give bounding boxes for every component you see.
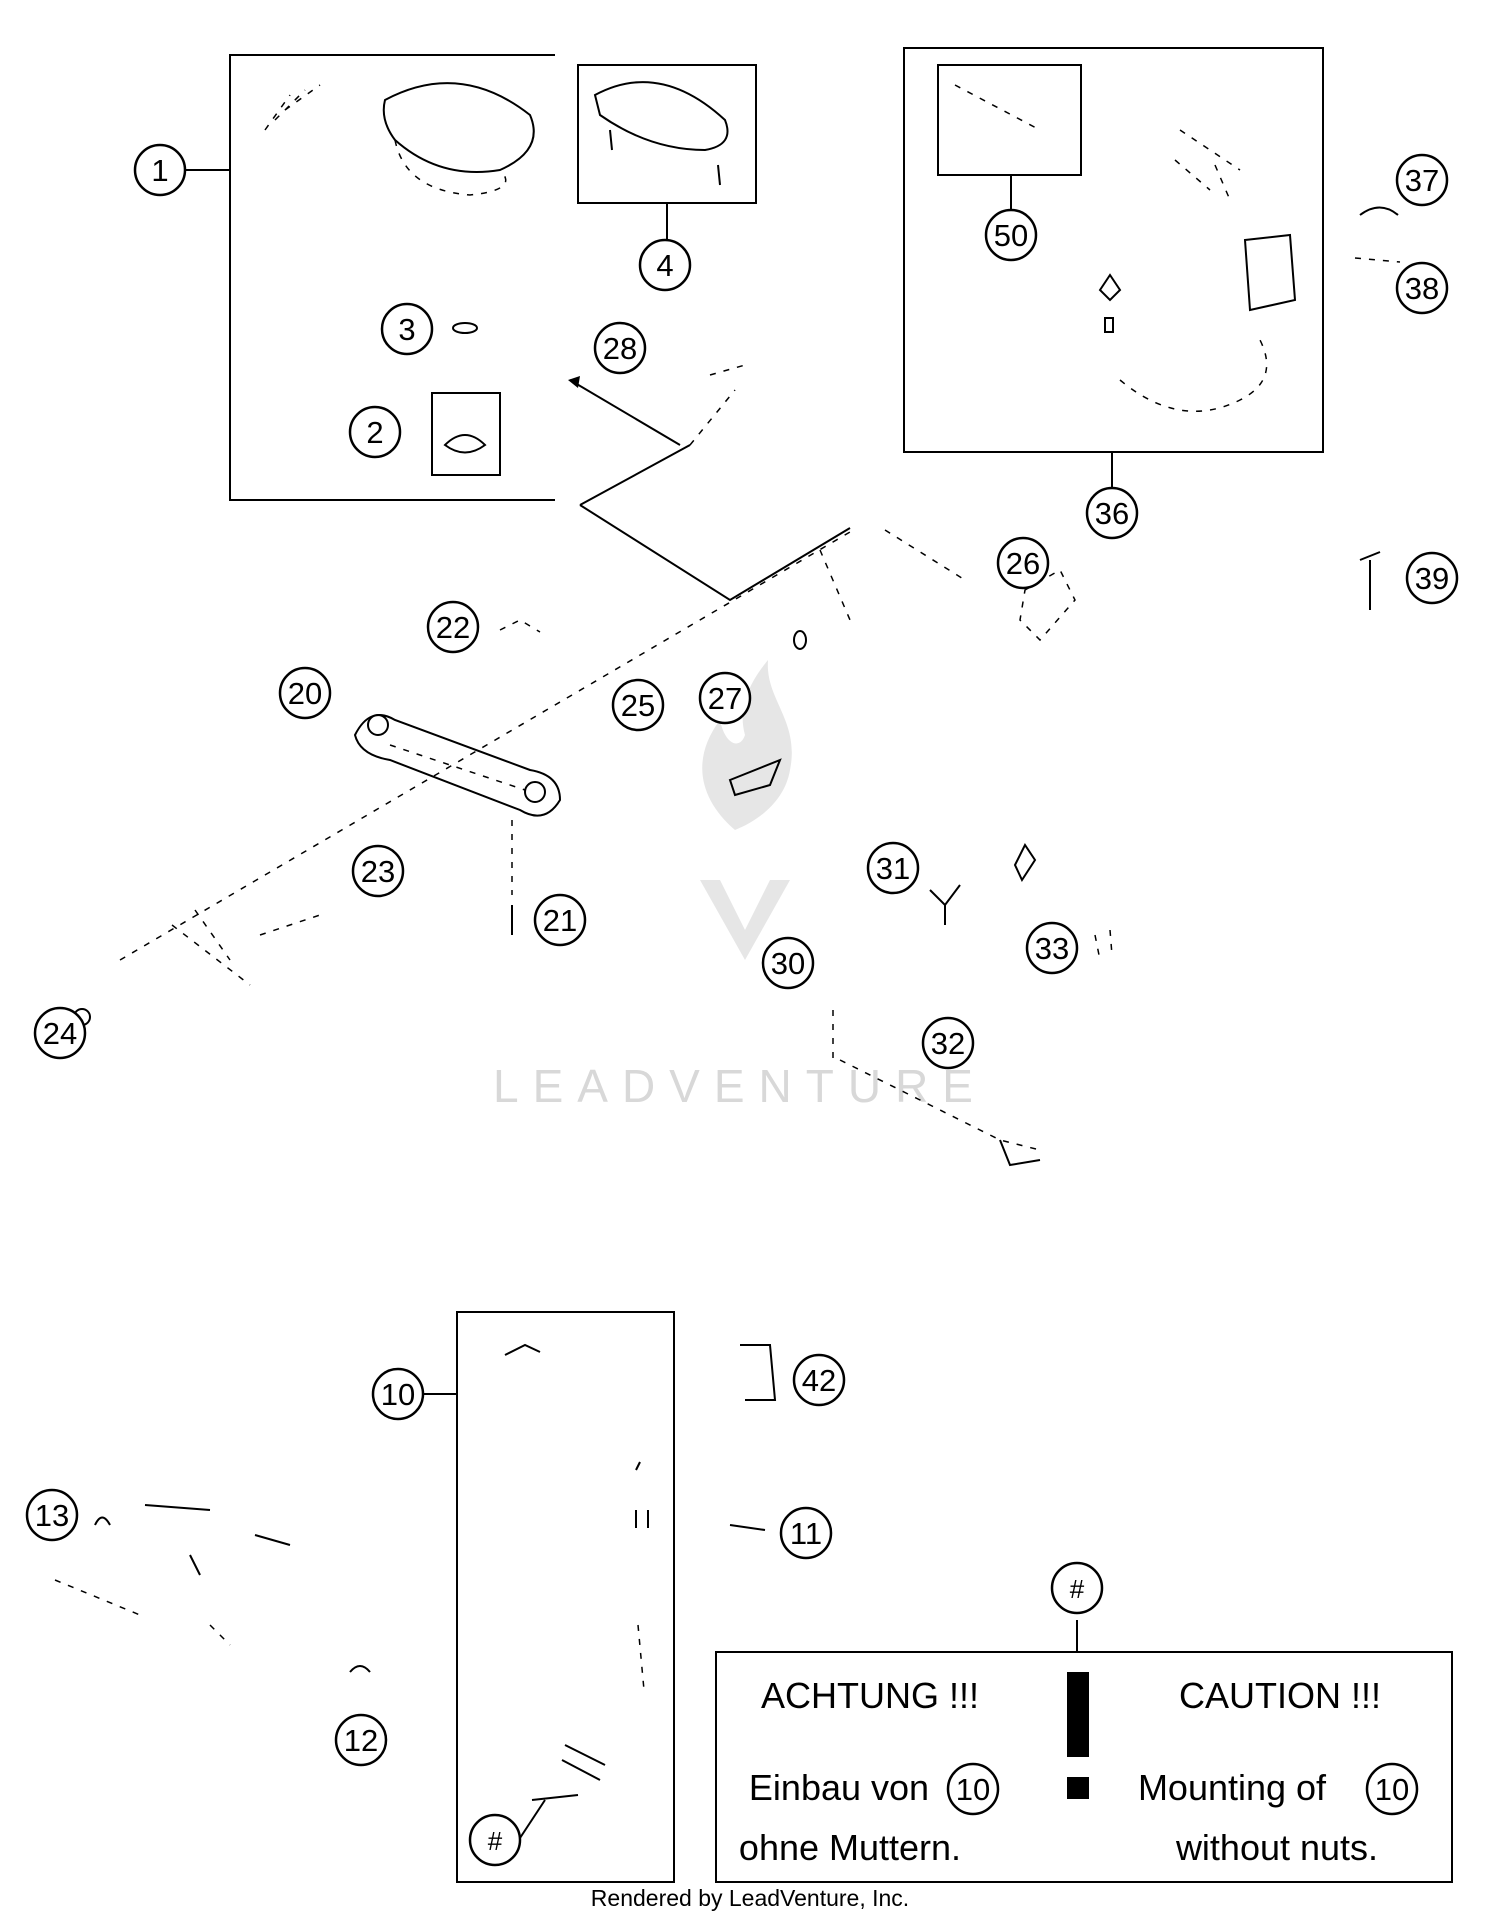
leadventure-watermark: LEADVENTURE — [493, 660, 987, 1112]
callout-36: 36 — [1085, 486, 1139, 540]
svg-text:10: 10 — [956, 1772, 990, 1807]
callout-38: 38 — [1395, 261, 1449, 315]
caution-box: ACHTUNG !!! CAUTION !!! Einbau von 10 oh… — [739, 1675, 1419, 1868]
svg-text:50: 50 — [994, 218, 1028, 253]
svg-text:23: 23 — [361, 854, 395, 889]
callout-31: 31 — [866, 841, 920, 895]
part-sketches — [54, 81, 1401, 1801]
svg-text:#: # — [488, 1826, 503, 1856]
leader-lines — [185, 169, 1113, 1652]
hash-callout-top: # — [1050, 1561, 1104, 1615]
caution-de-line1: Einbau von — [749, 1767, 929, 1808]
callout-11: 11 — [779, 1506, 833, 1560]
caution-de-title: ACHTUNG !!! — [761, 1675, 979, 1716]
svg-text:36: 36 — [1095, 496, 1129, 531]
caution-en-line2: without nuts. — [1175, 1827, 1378, 1868]
caution-de-line2: ohne Muttern. — [739, 1827, 961, 1868]
callout-39: 39 — [1405, 551, 1459, 605]
svg-text:21: 21 — [543, 903, 577, 938]
svg-text:39: 39 — [1415, 561, 1449, 596]
caution-en-line1: Mounting of — [1138, 1767, 1327, 1808]
svg-text:26: 26 — [1006, 546, 1040, 581]
speedometer-unit-sketch — [382, 82, 535, 173]
svg-text:3: 3 — [398, 312, 415, 347]
callout-25: 25 — [611, 678, 665, 732]
callout-27: 27 — [698, 671, 752, 725]
footer-credit: Rendered by LeadVenture, Inc. — [591, 1885, 909, 1911]
callout-50: 50 — [984, 208, 1038, 262]
callout-32: 32 — [921, 1016, 975, 1070]
svg-text:13: 13 — [35, 1498, 69, 1533]
callout-30: 30 — [761, 936, 815, 990]
svg-text:4: 4 — [656, 248, 673, 283]
svg-text:10: 10 — [381, 1377, 415, 1412]
svg-text:32: 32 — [931, 1026, 965, 1061]
callout-33: 33 — [1025, 921, 1079, 975]
exclamation-bar — [1067, 1672, 1089, 1757]
callout-13: 13 — [25, 1488, 79, 1542]
exclamation-dot — [1067, 1777, 1089, 1799]
svg-text:42: 42 — [802, 1363, 836, 1398]
callout-12: 12 — [334, 1713, 388, 1767]
svg-text:12: 12 — [344, 1723, 378, 1758]
callout-1: 1 — [133, 143, 187, 197]
callout-10: 10 — [371, 1367, 425, 1421]
svg-text:22: 22 — [436, 610, 470, 645]
svg-text:2: 2 — [366, 415, 383, 450]
wiring-harness-sketch — [579, 444, 851, 602]
caution-en-ref: 10 — [1365, 1762, 1419, 1816]
callout-42: 42 — [792, 1353, 846, 1407]
callout-circles: 1 2 3 4 10 11 12 13 20 21 22 23 24 25 26… — [25, 143, 1459, 1767]
svg-text:38: 38 — [1405, 271, 1439, 306]
callout-28: 28 — [593, 321, 647, 375]
callout-4: 4 — [638, 238, 692, 292]
callout-2: 2 — [348, 405, 402, 459]
svg-text:20: 20 — [288, 676, 322, 711]
svg-text:1: 1 — [151, 153, 168, 188]
svg-text:27: 27 — [708, 681, 742, 716]
svg-text:37: 37 — [1405, 163, 1439, 198]
callout-23: 23 — [351, 844, 405, 898]
svg-text:25: 25 — [621, 688, 655, 723]
callout-26: 26 — [996, 536, 1050, 590]
svg-text:10: 10 — [1375, 1772, 1409, 1807]
caution-en-title: CAUTION !!! — [1179, 1675, 1381, 1716]
callout-37: 37 — [1395, 153, 1449, 207]
caution-de-ref: 10 — [946, 1762, 1000, 1816]
svg-text:11: 11 — [790, 1516, 822, 1551]
callout-3: 3 — [380, 302, 434, 356]
callout-22: 22 — [426, 600, 480, 654]
watermark-text: LEADVENTURE — [493, 1060, 987, 1112]
svg-text:28: 28 — [603, 331, 637, 366]
svg-text:30: 30 — [771, 946, 805, 981]
callout-21: 21 — [533, 893, 587, 947]
callout-20: 20 — [278, 666, 332, 720]
hash-callout-box10: # — [468, 1799, 546, 1867]
svg-text:31: 31 — [876, 851, 910, 886]
callout-24: 24 — [33, 1006, 87, 1060]
svg-text:#: # — [1070, 1574, 1085, 1604]
svg-text:24: 24 — [43, 1016, 77, 1051]
svg-text:33: 33 — [1035, 931, 1069, 966]
